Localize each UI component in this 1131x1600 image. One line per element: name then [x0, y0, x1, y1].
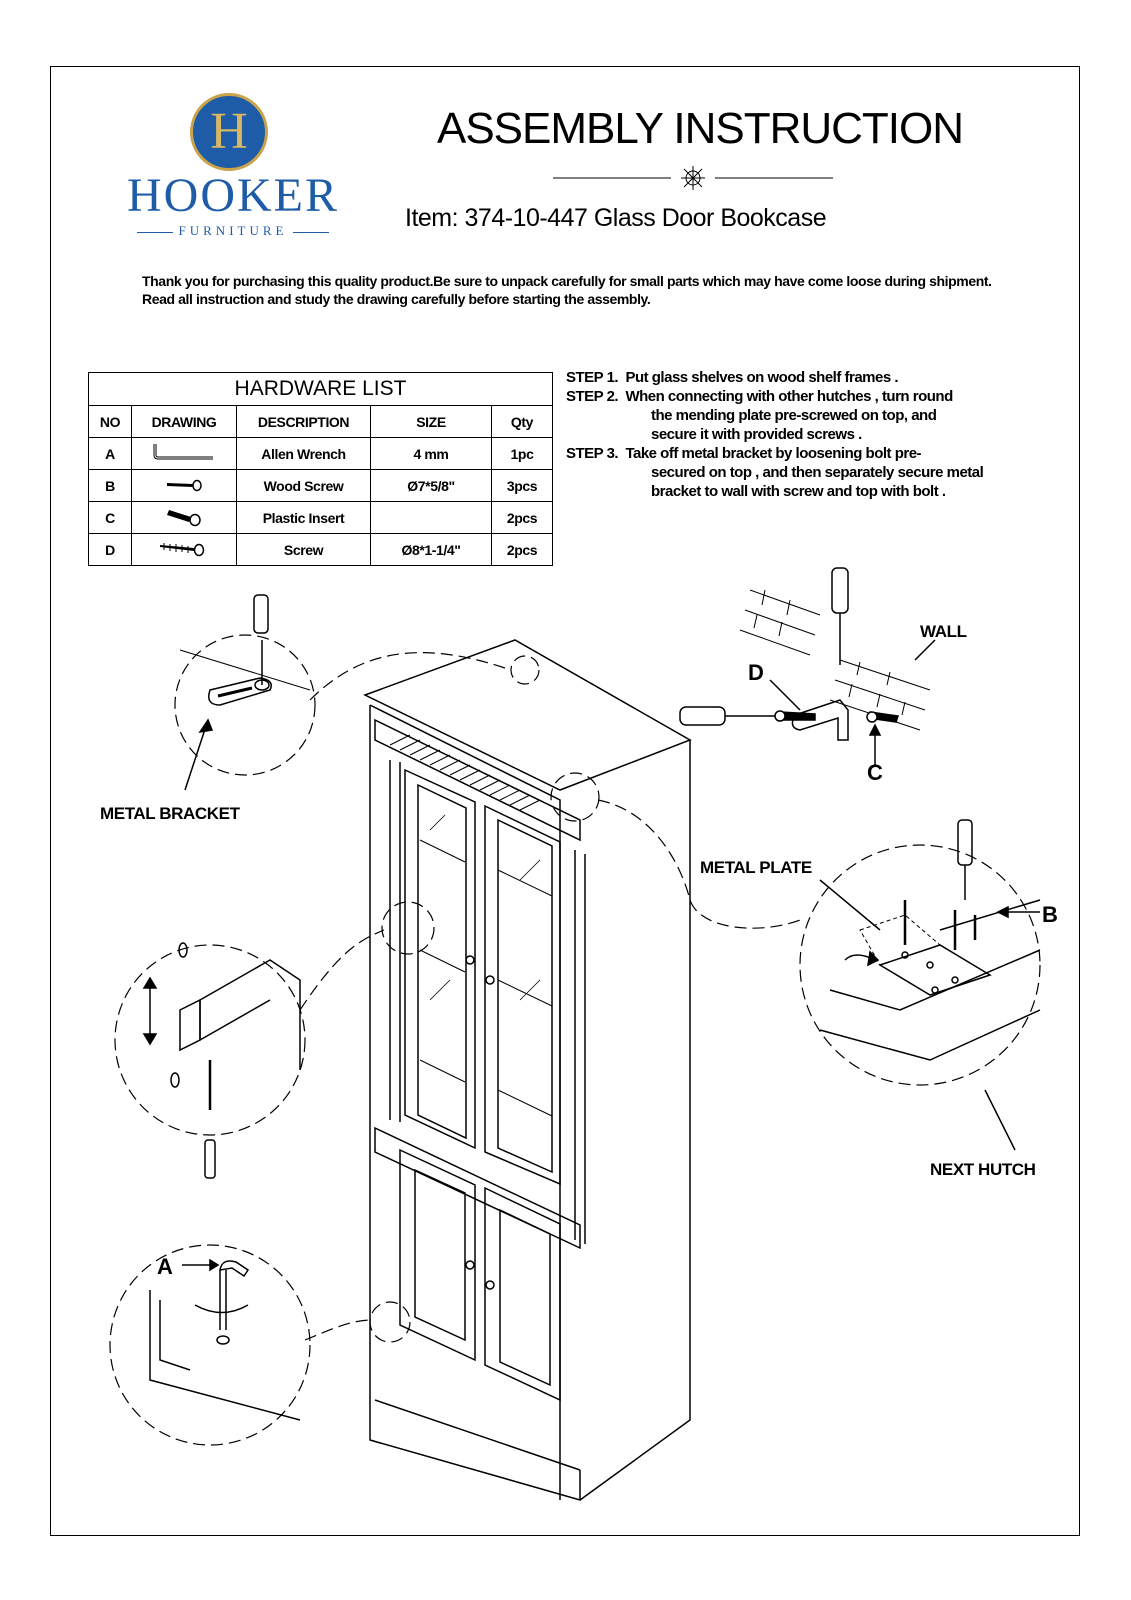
col-header-size: SIZE [370, 405, 492, 438]
row-description: Screw [236, 533, 371, 566]
table-row: A Allen Wrench 4 mm 1pc [88, 437, 553, 470]
intro-line-1: Thank you for purchasing this quality pr… [142, 273, 992, 289]
step-2: STEP 2. When connecting with other hutch… [566, 387, 1086, 406]
row-qty: 1pc [491, 437, 553, 470]
step-1: STEP 1. Put glass shelves on wood shelf … [566, 368, 1086, 387]
step-text: Take off metal bracket by loosening bolt… [625, 445, 922, 462]
hardware-list-caption: HARDWARE LIST [88, 372, 553, 406]
step-3: STEP 3. Take off metal bracket by loosen… [566, 444, 1086, 463]
allen-wrench-detail [149, 1258, 301, 1421]
page-title: ASSEMBLY INSTRUCTION [436, 104, 964, 153]
col-header-no: NO [88, 405, 132, 438]
col-header-description: DESCRIPTION [236, 405, 371, 438]
row-size: Ø7*5/8" [370, 469, 492, 502]
bookcase-drawing [363, 639, 692, 1501]
row-no: C [88, 501, 132, 534]
step-text: bracket to wall with screw and top with … [651, 483, 946, 500]
wall-label: WALL [920, 622, 967, 641]
metal-bracket-detail [179, 594, 311, 791]
table-row: D Screw Ø8*1-1/4" 2pcs [88, 533, 553, 566]
step-label: STEP 2. [566, 388, 619, 405]
item-subtitle: Item: 374-10-447 Glass Door Bookcase [405, 204, 827, 232]
row-qty: 2pcs [491, 533, 553, 566]
row-no: A [88, 437, 132, 470]
allen-wrench-icon [153, 444, 213, 460]
metal-bracket-label: METAL BRACKET [100, 804, 240, 823]
hooker-furniture-logo: H HOOKER FURNITURE [108, 93, 358, 243]
detail-callouts [109, 634, 1041, 1446]
step-text: When connecting with other hutches , tur… [625, 388, 953, 405]
assembly-steps: STEP 1. Put glass shelves on wood shelf … [566, 368, 1086, 501]
shelf-pin-detail [142, 942, 301, 1179]
row-description: Allen Wrench [236, 437, 371, 470]
part-b-label: B [1042, 902, 1058, 927]
step-text: Put glass shelves on wood shelf frames . [625, 369, 899, 386]
next-hutch-label: NEXT HUTCH [930, 1160, 1036, 1179]
part-c-label: C [867, 760, 883, 785]
step-label: STEP 1. [566, 369, 619, 386]
brand-subname: FURNITURE [108, 223, 358, 239]
screw-icon [160, 543, 205, 557]
col-header-qty: Qty [491, 405, 553, 438]
logo-emblem: H [190, 93, 268, 171]
ornament-divider [553, 166, 833, 190]
step-text: secure it with provided screws . [651, 426, 862, 443]
part-d-label: D [748, 660, 764, 685]
page-border [50, 66, 1080, 1536]
table-row: B Wood Screw Ø7*5/8" 3pcs [88, 469, 553, 502]
brand-name: HOOKER [127, 169, 339, 222]
row-qty: 3pcs [491, 469, 553, 502]
col-header-drawing: DRAWING [131, 405, 237, 438]
step-label: STEP 3. [566, 445, 619, 462]
row-size: Ø8*1-1/4" [370, 533, 492, 566]
table-row: C Plastic Insert 2pcs [88, 501, 553, 534]
step-text: the mending plate pre-screwed on top, an… [651, 407, 937, 424]
metal-plate-detail [819, 819, 1041, 1151]
part-a-label: A [157, 1254, 173, 1279]
row-qty: 2pcs [491, 501, 553, 534]
intro-text: Thank you for purchasing this quality pr… [108, 272, 1038, 308]
hardware-list-table: HARDWARE LIST NO DRAWING DESCRIPTION SIZ… [88, 372, 553, 566]
logo-letter: H [210, 103, 248, 160]
step-text: secured on top , and then separately sec… [651, 464, 984, 481]
wood-screw-icon [167, 479, 202, 492]
metal-plate-label: METAL PLATE [700, 858, 812, 877]
wall-bracket-detail [679, 567, 936, 765]
intro-line-2: Read all instruction and study the drawi… [142, 291, 651, 307]
plastic-insert-icon [167, 510, 201, 527]
row-no: D [88, 533, 132, 566]
hardware-header-row: NO DRAWING DESCRIPTION SIZE Qty [88, 405, 553, 438]
row-size [370, 501, 492, 534]
